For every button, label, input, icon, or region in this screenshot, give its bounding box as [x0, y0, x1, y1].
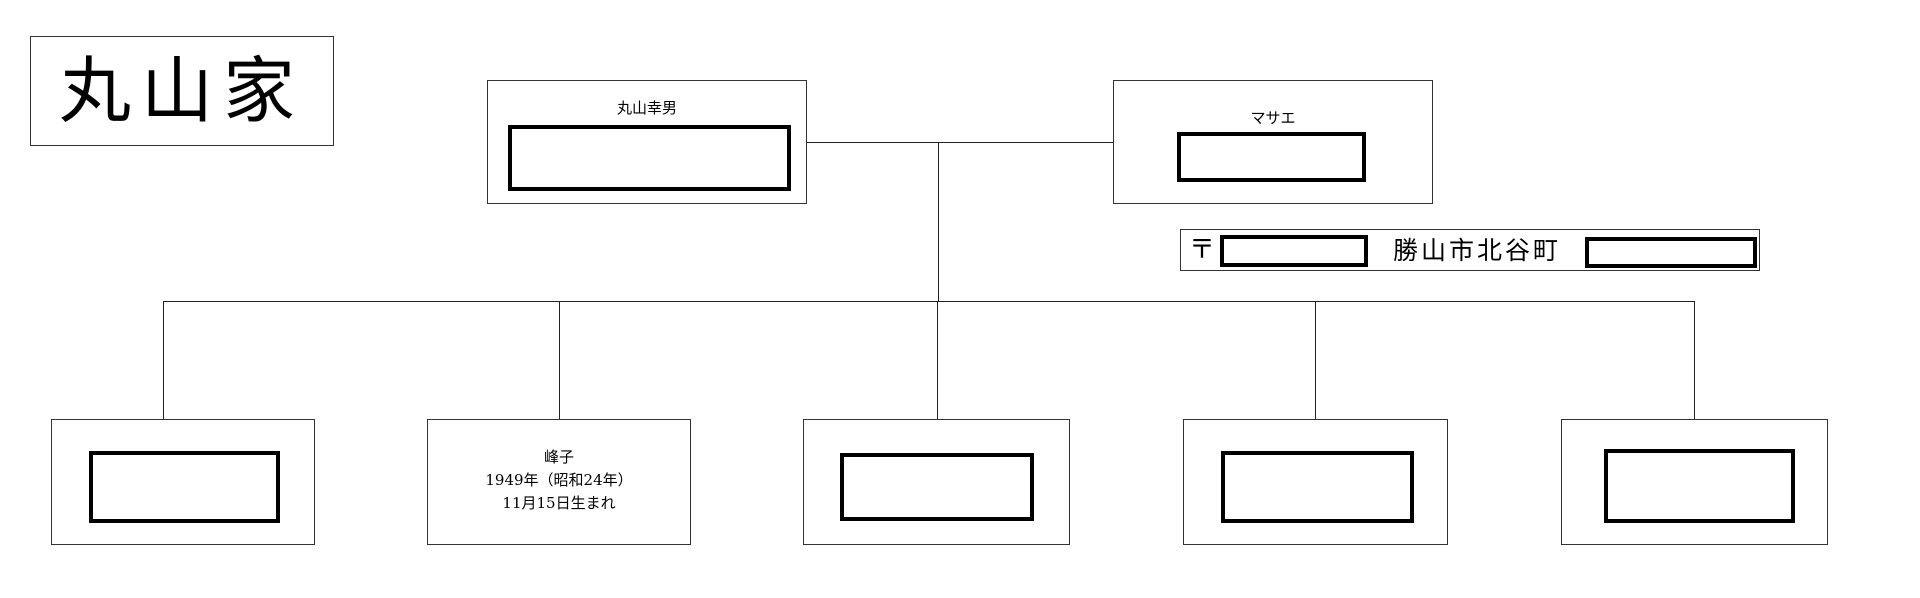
address-box: 〒 勝山市北谷町: [1180, 229, 1760, 271]
redacted-block: [1177, 132, 1366, 182]
redacted-postal-code: [1220, 235, 1368, 267]
child-box-3: [803, 419, 1070, 545]
child-2-branch: [559, 301, 560, 419]
child-5-branch: [1694, 301, 1695, 419]
redacted-block: [89, 451, 280, 523]
child-birth-date: 11月15日生まれ: [502, 494, 616, 512]
child-1-branch: [163, 301, 164, 419]
child-birth-year: 1949年（昭和24年）: [485, 471, 633, 489]
redacted-block: [1604, 449, 1795, 523]
redacted-block: [508, 125, 791, 191]
father-name: 丸山幸男: [616, 99, 677, 117]
child-3-branch: [937, 301, 938, 419]
father-box: 丸山幸男: [487, 80, 807, 204]
parents-to-children-line: [938, 142, 939, 302]
redacted-block: [1221, 451, 1414, 523]
redacted-address-detail: [1585, 237, 1757, 268]
family-title: 丸山家: [58, 49, 305, 133]
child-box-1: [51, 419, 315, 545]
child-4-branch: [1315, 301, 1316, 419]
mother-box: マサエ: [1113, 80, 1433, 204]
family-title-box: 丸山家: [30, 36, 334, 146]
child-box-4: [1183, 419, 1448, 545]
redacted-block: [840, 453, 1034, 521]
child-box-2: 峰子 1949年（昭和24年） 11月15日生まれ: [427, 419, 691, 545]
children-horizontal-line: [163, 301, 1695, 302]
child-box-5: [1561, 419, 1828, 545]
marriage-line: [806, 142, 1113, 143]
address-city: 勝山市北谷町: [1393, 236, 1562, 265]
mother-name: マサエ: [1250, 109, 1296, 127]
child-name: 峰子: [543, 448, 574, 466]
postal-mark: 〒: [1189, 235, 1216, 265]
